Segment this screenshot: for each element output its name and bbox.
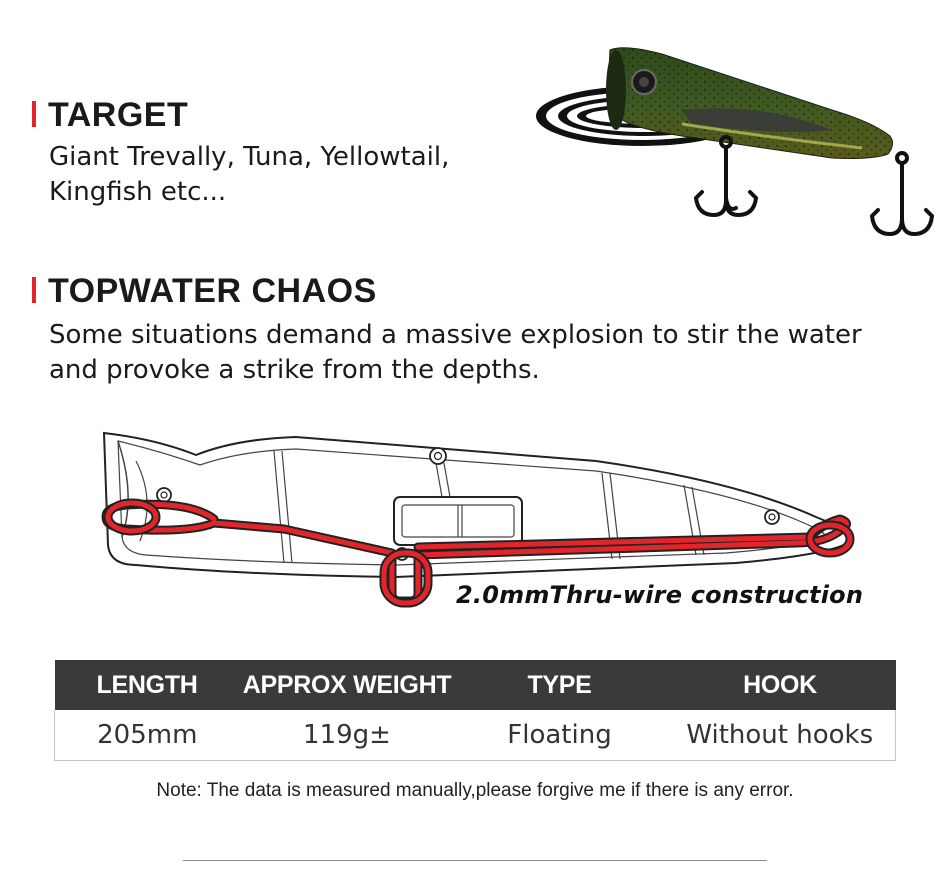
spec-header-hook: HOOK — [664, 660, 896, 710]
spec-header-length: LENGTH — [54, 660, 240, 710]
spec-header-weight: APPROX WEIGHT — [239, 660, 455, 710]
accent-bar — [32, 101, 36, 127]
accent-bar — [32, 277, 36, 303]
spec-value-type: Floating — [454, 710, 665, 761]
thru-wire-diagram — [101, 431, 855, 608]
spec-value-length: 205mm — [54, 710, 240, 761]
spec-header-type: TYPE — [454, 660, 665, 710]
section-title-target: TARGET — [48, 96, 189, 134]
section-title-topwater: TOPWATER CHAOS — [48, 272, 377, 310]
divider — [183, 860, 767, 861]
spec-value-hook: Without hooks — [664, 710, 896, 761]
spec-table: LENGTH APPROX WEIGHT TYPE HOOK 205mm 119… — [54, 660, 896, 761]
target-line-2: Kingfish etc... — [49, 177, 227, 207]
target-line-1: Giant Trevally, Tuna, Yellowtail, — [49, 142, 450, 172]
topwater-description: Some situations demand a massive explosi… — [49, 318, 862, 388]
diagram-caption: 2.0mmThru-wire construction — [456, 581, 864, 609]
measurement-note: Note: The data is measured manually,plea… — [156, 780, 794, 801]
topwater-line-2: and provoke a strike from the depths. — [49, 355, 540, 385]
lure-product-image — [536, 47, 935, 237]
spec-value-weight: 119g± — [239, 710, 455, 761]
topwater-line-1: Some situations demand a massive explosi… — [49, 320, 862, 350]
target-description: Giant Trevally, Tuna, Yellowtail, Kingfi… — [49, 140, 449, 210]
